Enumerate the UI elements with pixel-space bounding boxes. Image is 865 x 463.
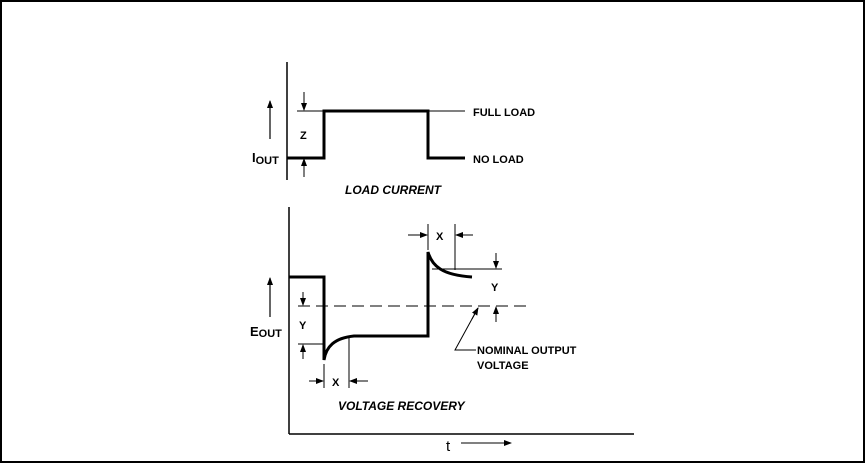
load-current-waveform: [287, 111, 465, 158]
full-load-label: FULL LOAD: [473, 107, 535, 119]
nominal-voltage-label-line1: NOMINAL OUTPUT: [477, 345, 577, 357]
undershoot-x-label: X: [332, 377, 340, 389]
nominal-leader-arrow: [472, 308, 478, 319]
time-axis-label: t: [446, 438, 451, 455]
nominal-voltage-label-line2: VOLTAGE: [477, 360, 529, 372]
voltage-recovery-caption: VOLTAGE RECOVERY: [338, 399, 466, 413]
z-dimension-label: Z: [300, 130, 307, 142]
iout-axis-label: IOUT: [252, 150, 279, 167]
undershoot-y-label: Y: [299, 320, 307, 332]
eout-axis-label: EOUT: [250, 324, 282, 340]
no-load-label: NO LOAD: [473, 154, 524, 166]
overshoot-x-label: X: [436, 231, 444, 243]
overshoot-y-label: Y: [491, 282, 499, 294]
load-current-caption: LOAD CURRENT: [345, 183, 443, 197]
